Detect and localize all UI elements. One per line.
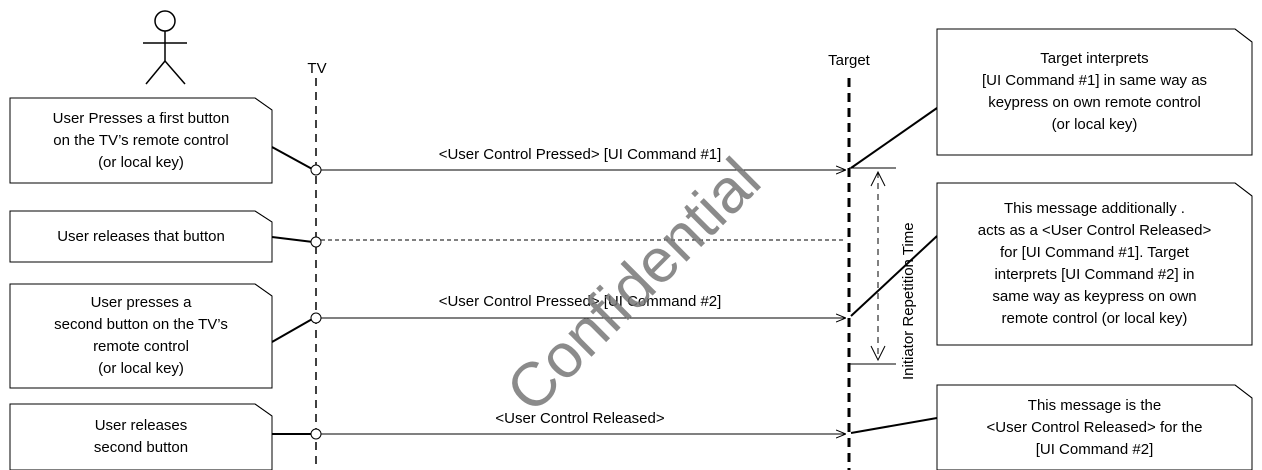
note-left-4-shape: [9, 403, 273, 470]
note-line: Target interprets: [1040, 50, 1149, 67]
note-right-3-shape: [936, 384, 1253, 470]
repetition-time-label: Initiator Repetition Time: [900, 222, 917, 380]
target-lifeline-label: Target: [828, 52, 870, 69]
note-line: second button: [93, 439, 189, 456]
note-right-2-shape: [936, 182, 1253, 346]
note-left-3: User presses a second button on the TV’s r…: [10, 284, 272, 388]
note-line: <User Control Released> for the: [986, 418, 1203, 436]
note-line: remote control: [93, 338, 189, 355]
note-text: This message is the <User Control Release…: [987, 395, 1203, 461]
note-left-2-shape: [9, 210, 273, 263]
note-line: [UI Command #2]: [1035, 440, 1154, 458]
note-line: (or local key): [98, 153, 184, 171]
note-text: User releases that button: [57, 226, 225, 248]
note-line: User releases that button: [57, 227, 225, 245]
note-text: Target interprets [UI Command #1] in same…: [982, 48, 1207, 136]
note-line: for [UI Command #1]. Target: [1000, 244, 1189, 261]
note-line: keypress on own remote control: [988, 94, 1201, 111]
note-left-1: User Presses a first button on the TV’s r…: [10, 98, 272, 183]
note-line: second button on the TV’s: [54, 316, 228, 333]
message-label-1: <User Control Pressed> [UI Command #1]: [438, 146, 722, 163]
note-text: User presses a second button on the TV’s r…: [54, 292, 228, 380]
note-line: (or local key): [1051, 116, 1138, 133]
note-line: [UI Command #1] in same way as: [981, 72, 1208, 89]
note-line: acts as a <User Control Released>: [977, 222, 1212, 239]
note-right-1-shape: [936, 28, 1253, 156]
message-label-2: <User Control Pressed> [UI Command #2]: [438, 293, 722, 310]
note-left-4: User releases second button: [10, 404, 272, 470]
note-line: same way as keypress on own: [992, 288, 1197, 305]
tv-lifeline-label: TV: [307, 60, 327, 77]
note-line: interprets [UI Command #2] in: [994, 266, 1195, 283]
user-actor-icon: [143, 10, 187, 85]
note-line: (or local key): [98, 360, 184, 377]
note-line: This message additionally .: [1004, 200, 1185, 217]
note-line: on the TV’s remote control: [53, 131, 229, 149]
note-text: This message additionally . acts as a <Us…: [978, 198, 1211, 330]
message-label-3: <User Control Released>: [495, 410, 665, 427]
note-connectors: [271, 107, 938, 435]
note-line: User Presses a first button: [52, 109, 230, 127]
note-text: User releases second button: [94, 415, 188, 459]
note-right-2: This message additionally . acts as a <Us…: [937, 183, 1252, 345]
repetition-time-interval: [849, 167, 896, 365]
note-left-1-shape: [9, 97, 273, 184]
note-text: User Presses a first button on the TV’s r…: [53, 108, 230, 174]
note-right-3: This message is the <User Control Release…: [937, 385, 1252, 470]
note-line: This message is the: [1027, 396, 1162, 414]
note-line: remote control (or local key): [1001, 310, 1188, 327]
note-line: User presses a: [90, 294, 192, 311]
note-right-1: Target interprets [UI Command #1] in same…: [937, 29, 1252, 155]
note-line: User releases: [94, 417, 188, 434]
note-left-2: User releases that button: [10, 211, 272, 262]
